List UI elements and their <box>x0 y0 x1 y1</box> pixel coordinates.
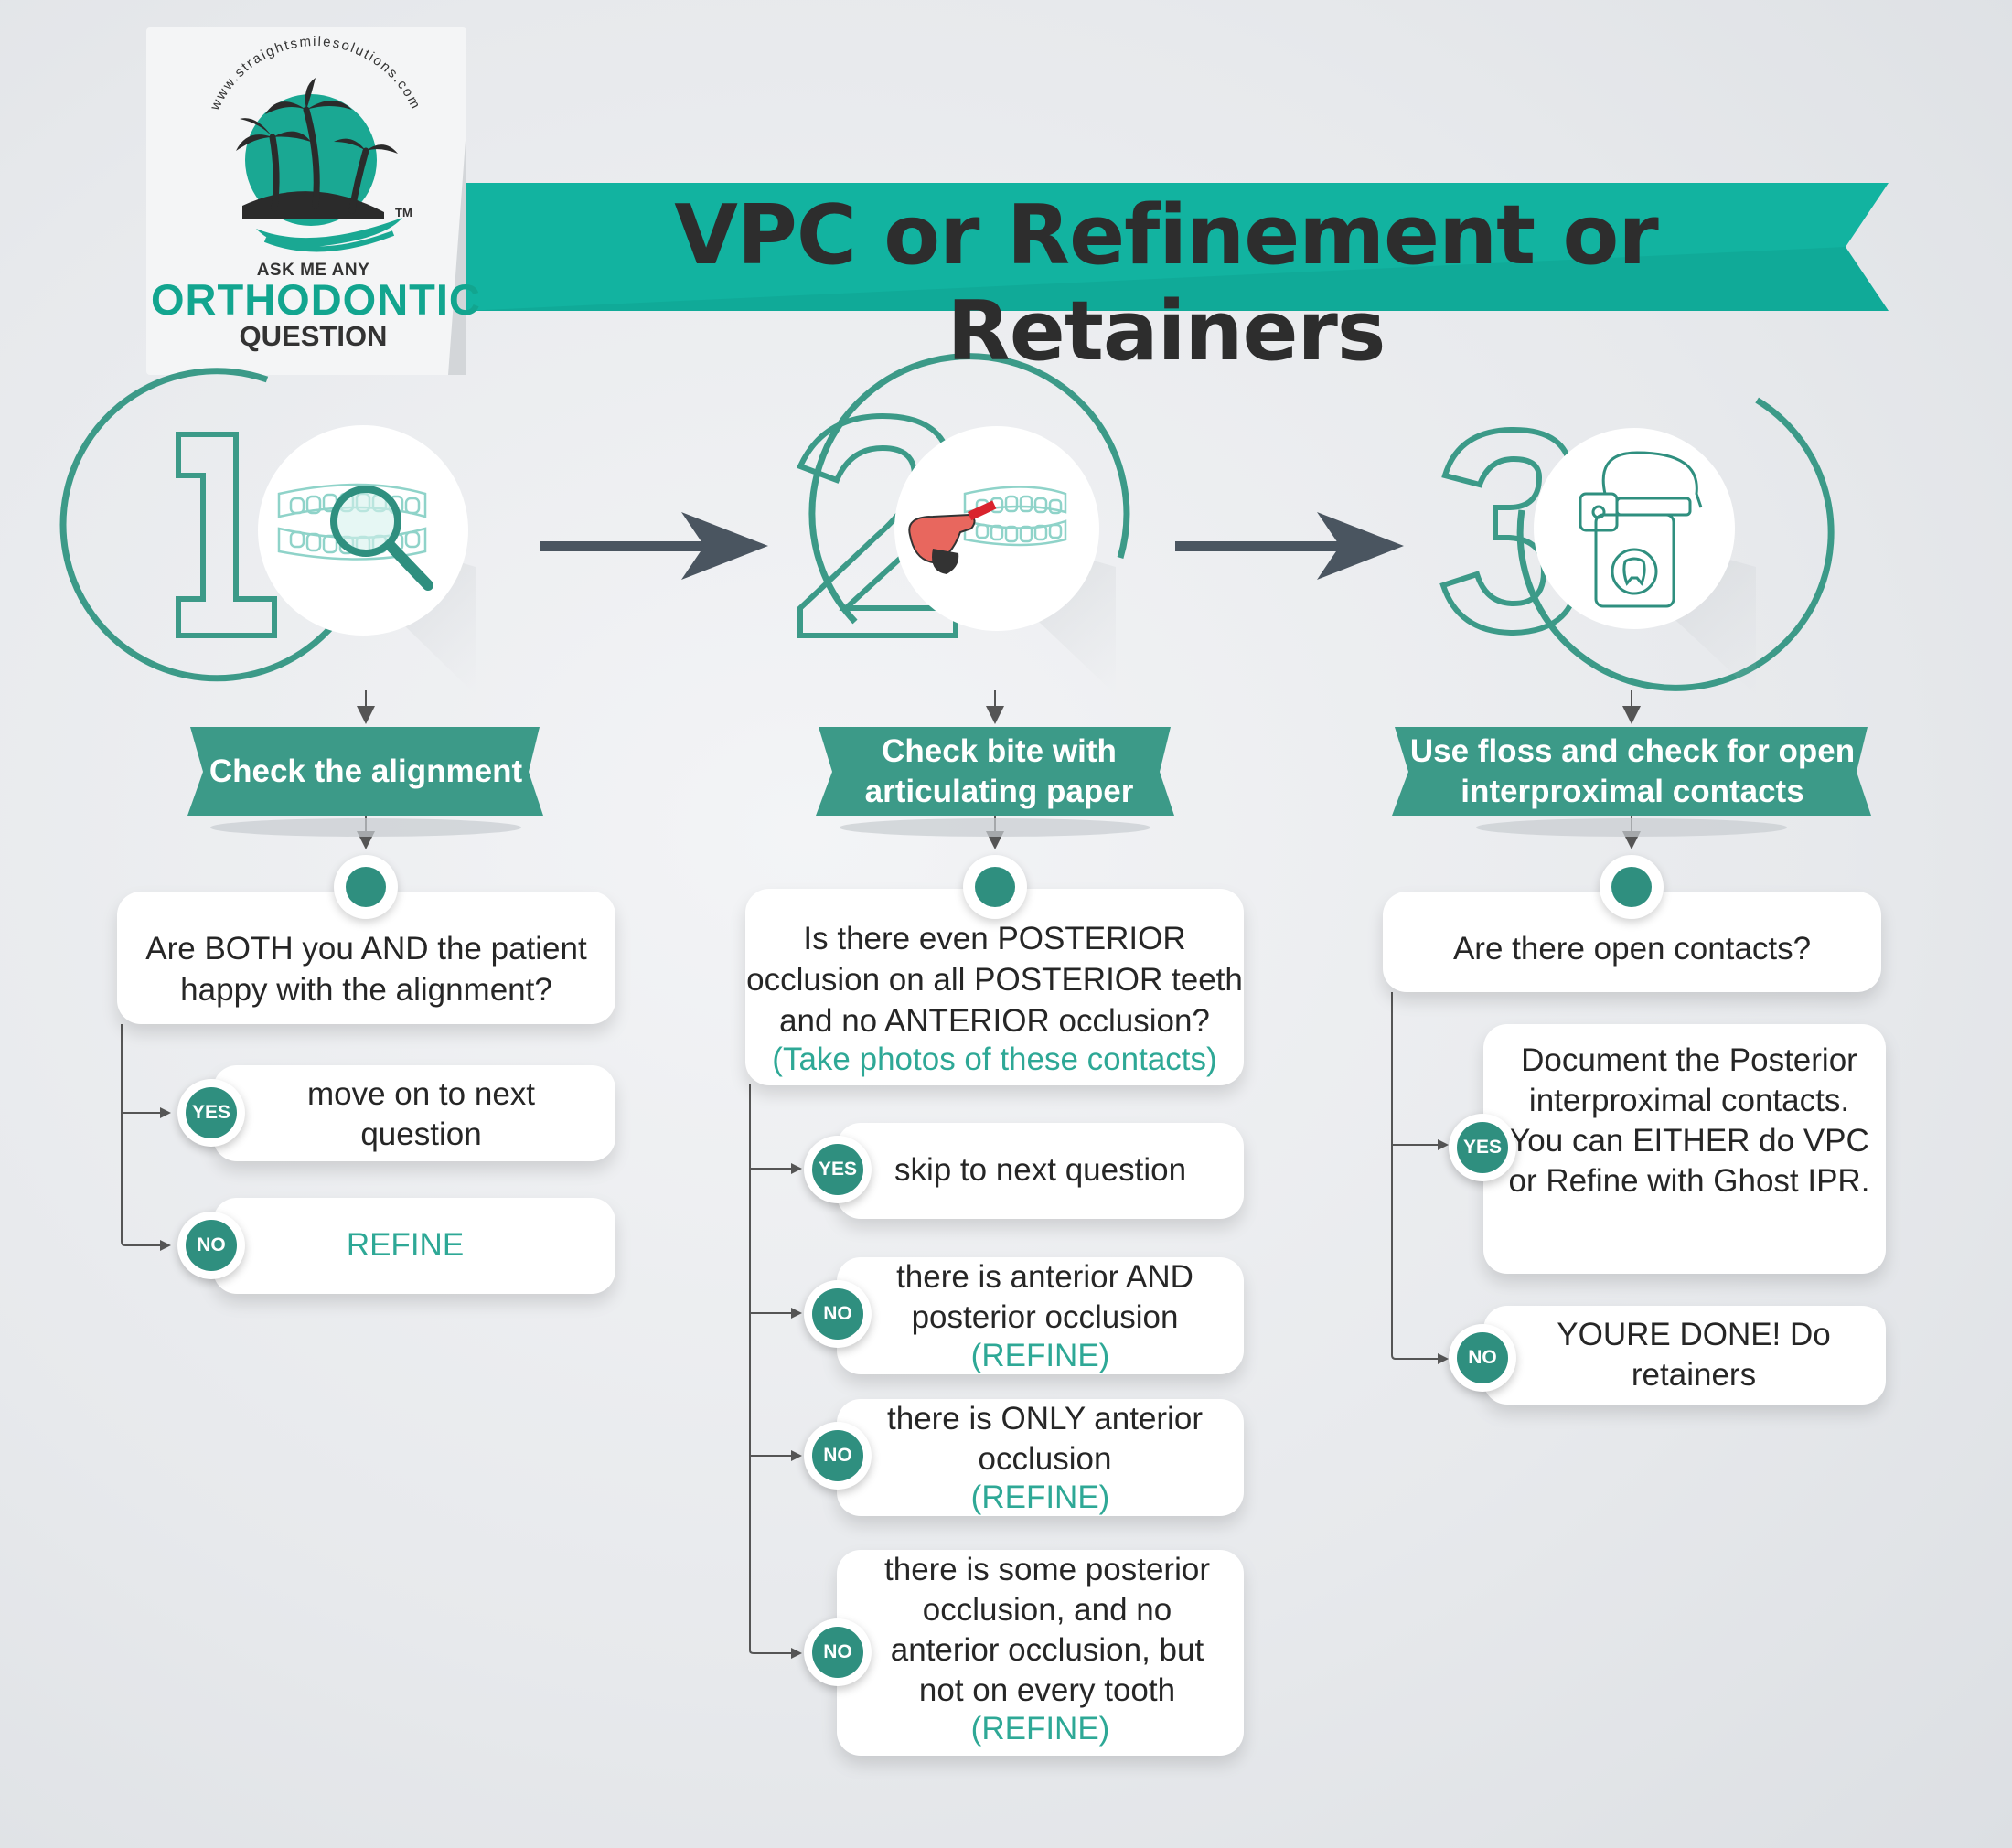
step2-question-card: Is there even POSTERIOR occlusion on all… <box>745 889 1244 1085</box>
step3-answer-yes-text: Document the Posterior interproximal con… <box>1508 1042 1870 1199</box>
step1-answer-yes-text: move on to next question <box>306 1076 536 1152</box>
floss-dispenser-icon <box>1579 451 1703 608</box>
no-badge: NO <box>1449 1324 1516 1392</box>
step2-question-note: (Take photos of these contacts) <box>772 1042 1217 1077</box>
step1-question-text: Are BOTH you AND the patient happy with … <box>145 931 587 1008</box>
step1-label: Check the alignment <box>209 753 523 789</box>
step3-answer-no-text: YOURE DONE! Do retainers <box>1557 1317 1831 1393</box>
title-banner <box>465 183 1889 311</box>
step1-answer-no: REFINE <box>213 1198 615 1294</box>
no-badge: NO <box>804 1422 872 1490</box>
logo-tagline-bottom: QUESTION <box>239 320 388 352</box>
yes-badge: YES <box>177 1079 245 1147</box>
step2-label: Check bite with articulating paper <box>864 732 1134 809</box>
step2-number-graphic <box>796 353 1130 695</box>
articulating-paper-icon <box>908 486 1067 574</box>
palm-island-logo <box>236 78 402 252</box>
step3-number-graphic <box>1439 397 1835 695</box>
branch-lines <box>121 992 1438 1654</box>
step3-question-dot <box>1600 855 1664 919</box>
step2-answer-no-3-note: (REFINE) <box>970 1711 1110 1747</box>
step2-answer-no-1: there is anterior AND posterior occlusio… <box>837 1257 1244 1374</box>
logo-tagline-main: ORTHODONTIC <box>151 275 481 324</box>
logo-tagline-top: ASK ME ANY <box>256 261 370 280</box>
no-badge: NO <box>804 1280 872 1348</box>
step1-question-dot <box>334 855 398 919</box>
step2-question-text: Is there even POSTERIOR occlusion on all… <box>746 921 1243 1039</box>
step-arrows <box>540 512 1404 580</box>
step1-answer-no-text: REFINE <box>346 1227 465 1263</box>
trademark-symbol: TM <box>395 206 412 219</box>
step3-question-text: Are there open contacts? <box>1452 931 1812 967</box>
step2-answer-no-2-text: there is ONLY anterior occlusion <box>887 1401 1203 1477</box>
ribbons <box>187 727 1871 837</box>
yes-badge: YES <box>804 1136 872 1203</box>
step2-answer-no-1-note: (REFINE) <box>970 1338 1110 1373</box>
step2-answer-yes-text: skip to next question <box>894 1152 1187 1188</box>
step2-answer-no-2-note: (REFINE) <box>970 1479 1110 1515</box>
no-badge: NO <box>177 1212 245 1279</box>
page-title: VPC or Refinement or Retainers <box>674 187 1658 379</box>
step2-answer-no-1-text: there is anterior AND posterior occlusio… <box>896 1259 1193 1335</box>
step2-answer-no-2: there is ONLY anterior occlusion (REFINE… <box>837 1399 1244 1516</box>
step2-answer-no-3: there is some posterior occlusion, and n… <box>837 1550 1244 1756</box>
step3-answer-no: YOURE DONE! Do retainers <box>1483 1306 1886 1405</box>
yes-badge: YES <box>1449 1114 1516 1181</box>
no-badge: NO <box>804 1618 872 1686</box>
step3-answer-yes: Document the Posterior interproximal con… <box>1483 1024 1886 1274</box>
step1-answer-yes: move on to next question <box>213 1065 615 1161</box>
step2-answer-yes: skip to next question <box>837 1123 1244 1219</box>
step2-question-dot <box>963 855 1027 919</box>
step3-label: Use floss and check for open interproxim… <box>1409 732 1856 809</box>
aligner-magnifier-icon <box>277 483 433 591</box>
step2-answer-no-3-text: there is some posterior occlusion, and n… <box>884 1552 1210 1708</box>
